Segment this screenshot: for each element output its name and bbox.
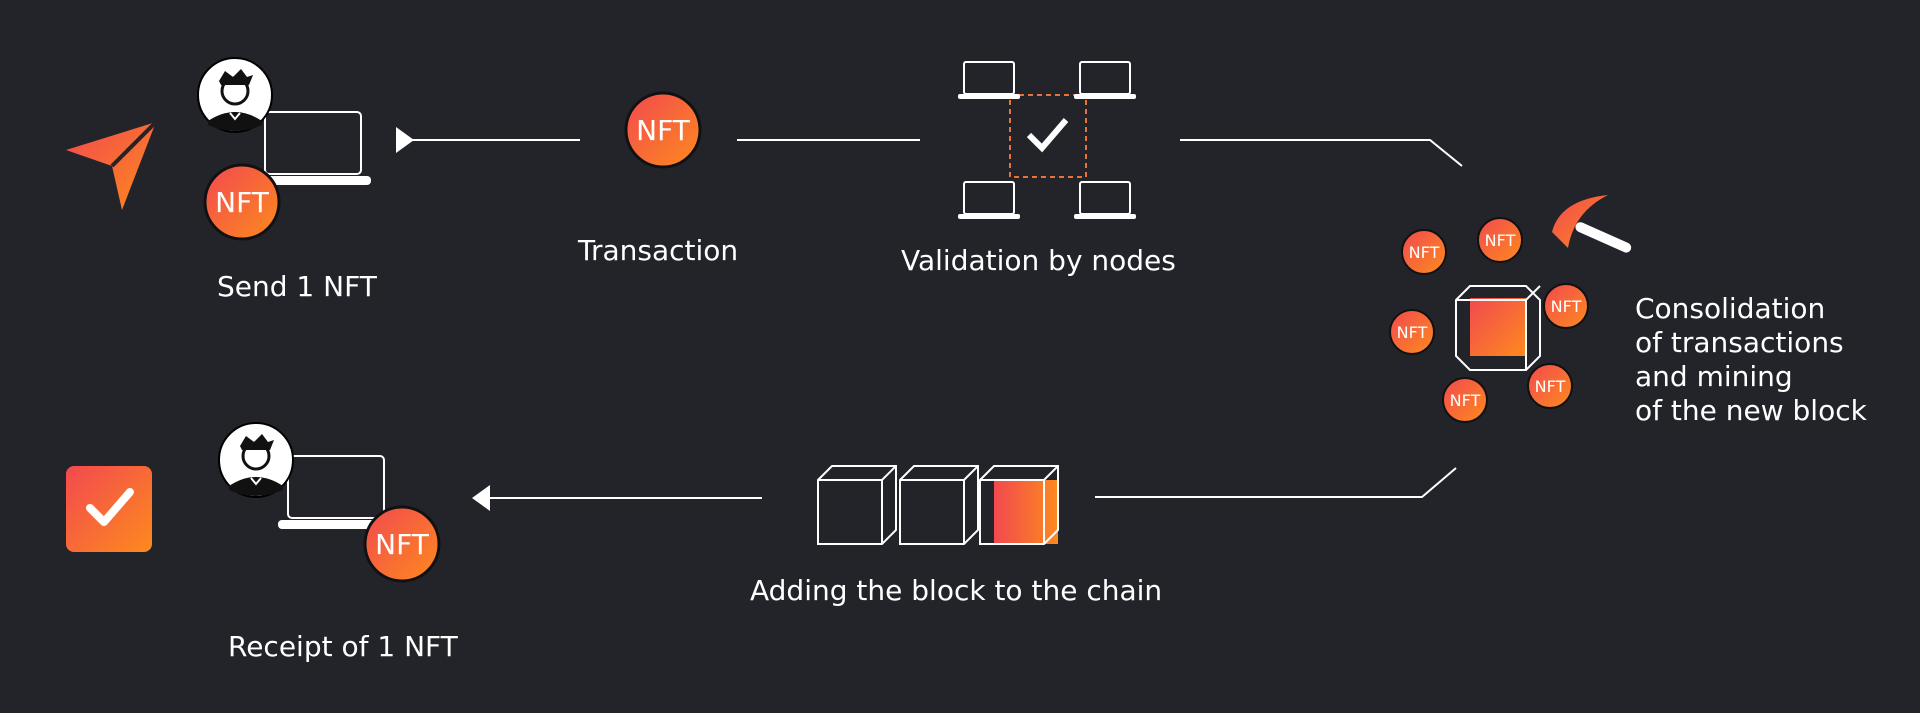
chain-block-icon xyxy=(899,465,979,545)
step-send-label: Send 1 NFT xyxy=(217,270,377,303)
node-laptop-icon xyxy=(1073,181,1137,220)
arrow-head-icon xyxy=(396,127,414,153)
nft-coin-icon: NFT xyxy=(1401,229,1447,275)
svg-text:NFT: NFT xyxy=(1409,243,1440,262)
svg-text:NFT: NFT xyxy=(215,186,270,219)
svg-text:NFT: NFT xyxy=(1450,391,1481,410)
step-consolidation-label: Consolidation of transactions and mining… xyxy=(1635,292,1867,427)
transaction-nft-icon: NFT xyxy=(624,91,702,169)
step-receipt-label: Receipt of 1 NFT xyxy=(228,630,458,663)
nft-coin-icon: NFT xyxy=(1442,377,1488,423)
connector-send-transaction xyxy=(396,127,580,153)
node-laptop-icon xyxy=(957,61,1021,100)
connector-mining-chain xyxy=(1095,467,1457,498)
send-icon xyxy=(66,120,158,210)
nft-coin-icon: NFT xyxy=(363,505,441,583)
mining-cluster-icon: NFT NFT NFT NFT NFT NFT xyxy=(1389,195,1632,423)
svg-text:NFT: NFT xyxy=(375,528,430,561)
arrow-head-icon xyxy=(472,485,490,511)
step-adding-label: Adding the block to the chain xyxy=(750,574,1163,607)
svg-text:NFT: NFT xyxy=(1485,231,1516,250)
validation-nodes-icon xyxy=(957,61,1137,220)
nft-coin-icon: NFT xyxy=(1543,283,1589,329)
connector-chain-receipt xyxy=(472,485,762,511)
nft-coin-icon: NFT xyxy=(1477,217,1523,263)
receipt-check-icon xyxy=(66,466,152,552)
receiver-avatar-icon xyxy=(217,421,295,499)
connector-validation-mining xyxy=(1180,139,1463,167)
pickaxe-icon xyxy=(1552,195,1632,253)
step-transaction-label: Transaction xyxy=(578,234,739,267)
step-validation-label: Validation by nodes xyxy=(901,244,1176,277)
nft-coin-icon: NFT xyxy=(1389,309,1435,355)
svg-text:NFT: NFT xyxy=(1535,377,1566,396)
node-laptop-icon xyxy=(1073,61,1137,100)
svg-text:NFT: NFT xyxy=(1551,297,1582,316)
svg-text:NFT: NFT xyxy=(636,114,691,147)
sender-avatar-icon xyxy=(196,56,274,134)
nft-coin-icon: NFT xyxy=(1527,363,1573,409)
blockchain-icon xyxy=(817,465,1059,545)
nft-coin-icon: NFT xyxy=(203,163,281,241)
svg-text:NFT: NFT xyxy=(1397,323,1428,342)
check-icon xyxy=(1026,118,1069,153)
node-laptop-icon xyxy=(957,181,1021,220)
sender-laptop-icon xyxy=(254,111,372,186)
chain-block-icon xyxy=(979,465,1059,545)
mined-block-icon xyxy=(1455,285,1541,371)
chain-block-icon xyxy=(817,465,897,545)
